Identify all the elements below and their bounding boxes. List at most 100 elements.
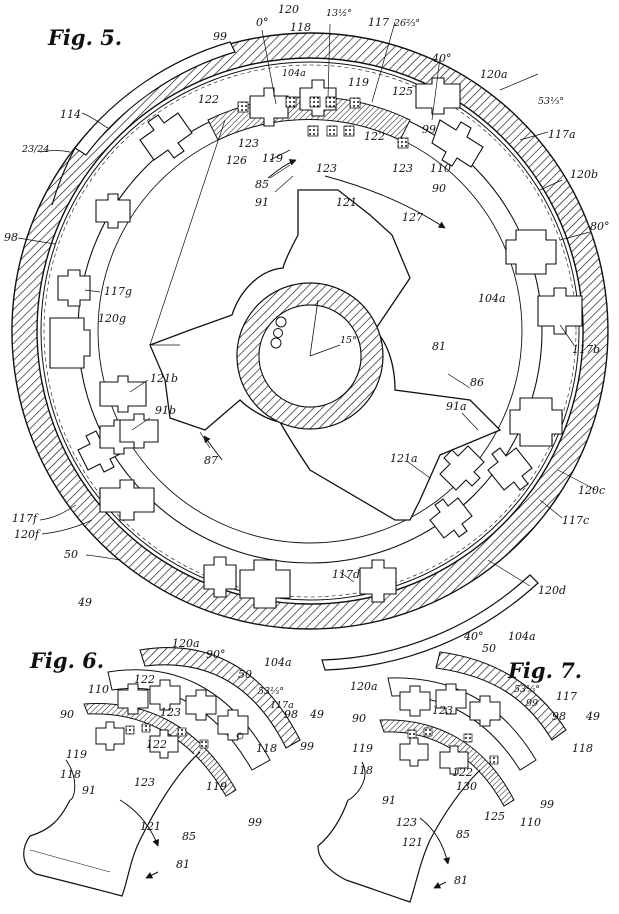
label: 49: [77, 596, 92, 609]
segment-120d: [239, 559, 291, 609]
label: 110: [520, 816, 541, 829]
segment-bottom-left: [203, 556, 237, 598]
label: 118: [572, 742, 593, 755]
rotation-arrow-87: [203, 435, 223, 461]
label: 53⅓°: [538, 96, 564, 107]
label: 104a: [478, 292, 506, 305]
fig7-casing: [435, 651, 567, 741]
label: 50: [238, 668, 252, 681]
label: 91b: [155, 404, 176, 417]
label: 40°: [463, 630, 484, 643]
label: 120g: [98, 312, 126, 325]
label: 81: [432, 340, 446, 353]
segment-117g: [57, 269, 91, 307]
label: 126: [226, 154, 247, 167]
label: 122: [364, 130, 385, 143]
segment-lower-right: [429, 497, 473, 539]
figure-5: Fig. 5. 0° 120 13½° 117 26⅔° 99 118 104a…: [4, 3, 610, 671]
segment-121b-a: [99, 375, 147, 413]
figure-6-title: Fig. 6.: [29, 648, 104, 673]
label: 117g: [104, 285, 132, 298]
label: 85: [255, 178, 269, 191]
label: 119: [352, 742, 373, 755]
label: 123: [432, 704, 453, 717]
segment-117b: [537, 287, 583, 335]
label: 53⅓°: [258, 686, 284, 697]
fig7-rotation-arrow: [419, 817, 451, 865]
label: 127: [402, 211, 423, 224]
label: 90: [432, 182, 446, 195]
label: 98: [4, 231, 18, 244]
label: 50: [482, 642, 496, 655]
label: 122: [452, 766, 473, 779]
label: 104a: [282, 68, 306, 79]
segment-120g: [49, 317, 91, 369]
label: 90: [60, 708, 74, 721]
segment-120f: [99, 479, 155, 521]
label: 81: [176, 858, 190, 871]
segment-121a: [439, 445, 485, 491]
label: 121: [402, 836, 423, 849]
label: 91: [255, 196, 269, 209]
label: 117c: [562, 514, 589, 527]
figure-7-title: Fig. 7.: [507, 658, 582, 683]
fig7-dovetails: [399, 683, 501, 775]
label: 123: [316, 162, 337, 175]
segment-top-left: [249, 87, 289, 127]
label: 118: [352, 764, 373, 777]
label: 123: [392, 162, 413, 175]
label: 0°: [256, 16, 269, 29]
label: 90°: [206, 648, 226, 661]
label: 53⅓°: [514, 684, 540, 695]
label: 122: [134, 673, 155, 686]
label: 99: [300, 740, 314, 753]
fig6-casing: [139, 647, 301, 749]
segment-117c: [487, 447, 533, 491]
label: 125: [484, 810, 505, 823]
figure-5-title: Fig. 5.: [47, 25, 122, 50]
label: 120b: [570, 168, 598, 181]
label: 40°: [431, 52, 452, 65]
construction-lines: [149, 21, 441, 346]
label: 99: [248, 816, 262, 829]
label: 104a: [508, 630, 536, 643]
label: 119: [66, 748, 87, 761]
segment-117a: [431, 119, 484, 168]
label: 120a: [172, 637, 200, 650]
label: 86: [470, 376, 484, 389]
label: 130: [456, 780, 477, 793]
figure-6-labels: 120a 90° 50 104a 110 122 53⅓° 117a 123 9…: [60, 637, 324, 871]
figure-7-labels: 40° 104a 120a 50 53⅓° 117 99 123 98 49 9…: [350, 630, 600, 887]
label: 110: [88, 683, 109, 696]
label: 123: [238, 137, 259, 150]
fig6-rotor-arm: [23, 751, 201, 897]
label: 122: [198, 93, 219, 106]
label: 121a: [390, 452, 418, 465]
casing-ring-50: [11, 32, 609, 630]
leader-lines: [17, 73, 597, 587]
fig7-knurls: [407, 727, 499, 765]
dovetail-segments: [49, 77, 583, 609]
label: 117d: [332, 568, 360, 581]
label: 120d: [538, 584, 566, 597]
label: 85: [182, 830, 196, 843]
label: 120a: [350, 680, 378, 693]
figure-7: Fig. 7. 40° 104a 120a 50 53⅓° 117 99 123…: [317, 630, 600, 903]
label: 118: [256, 742, 277, 755]
label: 118: [290, 21, 311, 34]
fig6-rotation-arrow: [119, 799, 160, 847]
fig7-rotor-arm: [317, 769, 481, 903]
label: 91: [82, 784, 96, 797]
segment-117d: [359, 559, 397, 603]
label: 91: [382, 794, 396, 807]
label: 110: [430, 162, 451, 175]
label: 91a: [446, 400, 467, 413]
segment-inner-104a: [415, 77, 461, 115]
label: 85: [456, 828, 470, 841]
label: 118: [60, 768, 81, 781]
label: 117: [556, 690, 577, 703]
label: 49: [585, 710, 600, 723]
label: 123: [134, 776, 155, 789]
label: 120a: [480, 68, 508, 81]
